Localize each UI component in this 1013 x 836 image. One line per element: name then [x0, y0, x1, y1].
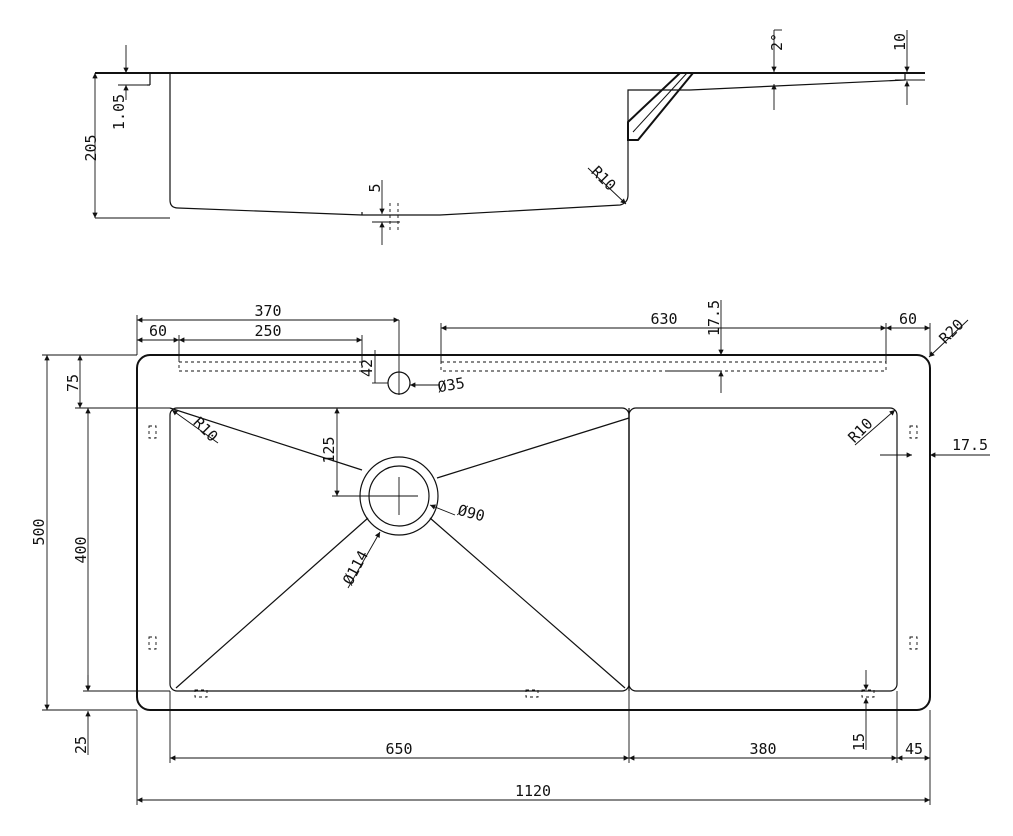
drain-d114-label: Ø114: [339, 547, 372, 587]
side-radius-r10-label: R10: [588, 163, 620, 195]
drainboard-area: [628, 407, 898, 692]
sink-outer-outline: [136, 354, 931, 711]
side-hatched-wall: [627, 72, 696, 141]
mounting-clips: [148, 425, 918, 698]
dim-25-label: 25: [72, 736, 90, 754]
side-drainboard-slope: [689, 79, 906, 91]
dim-175-top-label: 17.5: [705, 300, 723, 336]
right-dashed-channel: [440, 361, 887, 372]
dim-45-label: 45: [905, 740, 923, 758]
side-basin-outline: [169, 73, 690, 216]
dim-125-label: 125: [320, 436, 338, 463]
dim-400-label: 400: [72, 536, 90, 563]
dim-15-label: 15: [850, 733, 868, 751]
dim-650-label: 650: [385, 740, 412, 758]
dim-380-label: 380: [749, 740, 776, 758]
plan-view: 370 60 250 42 Ø35 630 17.5 60 R20: [30, 300, 990, 805]
radius-r10-right-label: R10: [845, 415, 877, 447]
radius-r20-label: R20: [936, 316, 968, 348]
drain-d90-label: Ø90: [456, 501, 487, 525]
dim-60-right-label: 60: [899, 310, 917, 328]
dim-42-label: 42: [358, 359, 376, 377]
dim-60-left-label: 60: [149, 322, 167, 340]
left-dashed-channel: [178, 361, 363, 372]
sink-basin: [169, 407, 630, 692]
dim-205-label: 205: [82, 134, 100, 161]
dim-angle-label: 2°: [768, 33, 786, 51]
dim-75-label: 75: [64, 374, 82, 392]
hole-d35-label: Ø35: [436, 374, 466, 396]
dim-5-label: 5: [366, 183, 384, 192]
dim-630-label: 630: [650, 310, 677, 328]
dim-105-label: 1.05: [110, 94, 128, 130]
dim-500-label: 500: [30, 518, 48, 545]
dim-1120-label: 1120: [515, 782, 551, 800]
dim-250-label: 250: [254, 322, 281, 340]
dim-370-label: 370: [254, 302, 281, 320]
dim-10-label: 10: [891, 33, 909, 51]
dim-175-right-label: 17.5: [952, 436, 988, 454]
radius-r10-left-label: R10: [190, 414, 222, 446]
side-view: 205 1.05 5 R10 2° 10: [82, 29, 925, 245]
